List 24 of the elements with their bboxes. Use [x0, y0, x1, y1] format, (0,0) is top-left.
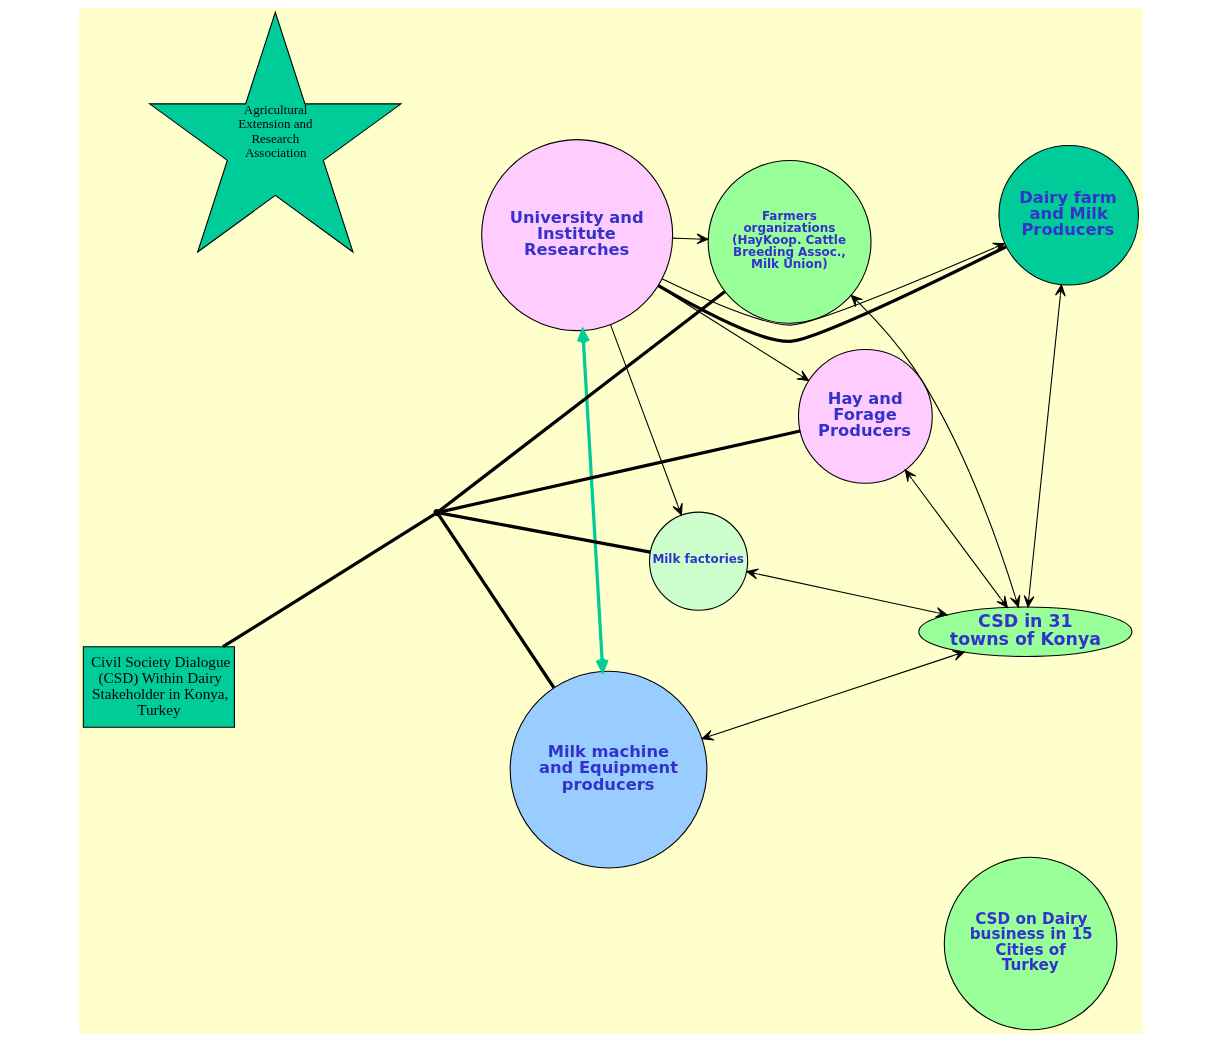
node-box: Civil Society Dialogue (CSD) Within Dairy Stakeholder in Konya, Turkey: [82, 646, 235, 728]
arrow: [661, 242, 1006, 326]
connector: [440, 429, 801, 514]
node-circle: Milk factories: [648, 511, 749, 611]
connector: [438, 290, 726, 512]
node-circle: Farmers organizations (HayKoop. Cattle Breeding Assoc., Milk Union): [707, 159, 872, 324]
node-circle: Dairy farm and Milk Producers: [998, 144, 1140, 286]
connector: [657, 245, 1007, 344]
arrow: [1023, 284, 1066, 608]
node-circle: University and Institute Researches: [481, 139, 674, 332]
node-circle: CSD on Dairy business in 15 Cities of Turkey: [943, 856, 1118, 1031]
connector: [440, 511, 651, 554]
arrow: [657, 285, 810, 382]
arrow: [609, 324, 683, 516]
arrow: [850, 294, 1021, 608]
connector: [437, 514, 556, 689]
node-circle: Milk machine and Equipment producers: [509, 670, 708, 869]
arrow: [746, 568, 948, 618]
arrow: [671, 233, 709, 245]
arrow: [904, 469, 1008, 608]
connector: [222, 512, 436, 649]
node-point: [433, 508, 441, 517]
arrow: [701, 650, 965, 741]
arrow: [576, 328, 609, 673]
